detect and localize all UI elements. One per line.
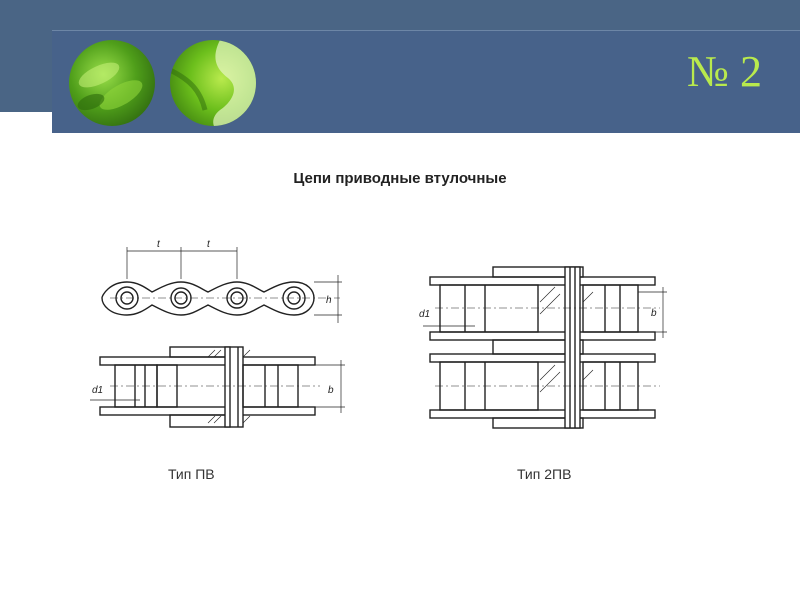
- dim-h: h: [326, 295, 332, 306]
- banner-divider: [52, 133, 800, 136]
- dim-b-2pv: b: [651, 308, 657, 319]
- dim-t1: t: [157, 239, 161, 250]
- chain-2pv-drawing: d1 b: [419, 266, 667, 429]
- caption-type-pv: Тип ПВ: [168, 466, 215, 482]
- dim-b: b: [328, 385, 334, 396]
- slide-title: Цепи приводные втулочные: [293, 170, 507, 187]
- caption-type-2pv: Тип 2ПВ: [517, 466, 572, 482]
- dim-d1-2pv: d1: [419, 309, 430, 320]
- slide-number: № 2: [687, 47, 762, 96]
- dim-t2: t: [207, 239, 211, 250]
- dim-d1: d1: [92, 385, 103, 396]
- green-leaves-image: [69, 40, 155, 126]
- green-leaf-image: [170, 40, 256, 126]
- chain-pv-drawing: t t h d1 b: [90, 239, 345, 428]
